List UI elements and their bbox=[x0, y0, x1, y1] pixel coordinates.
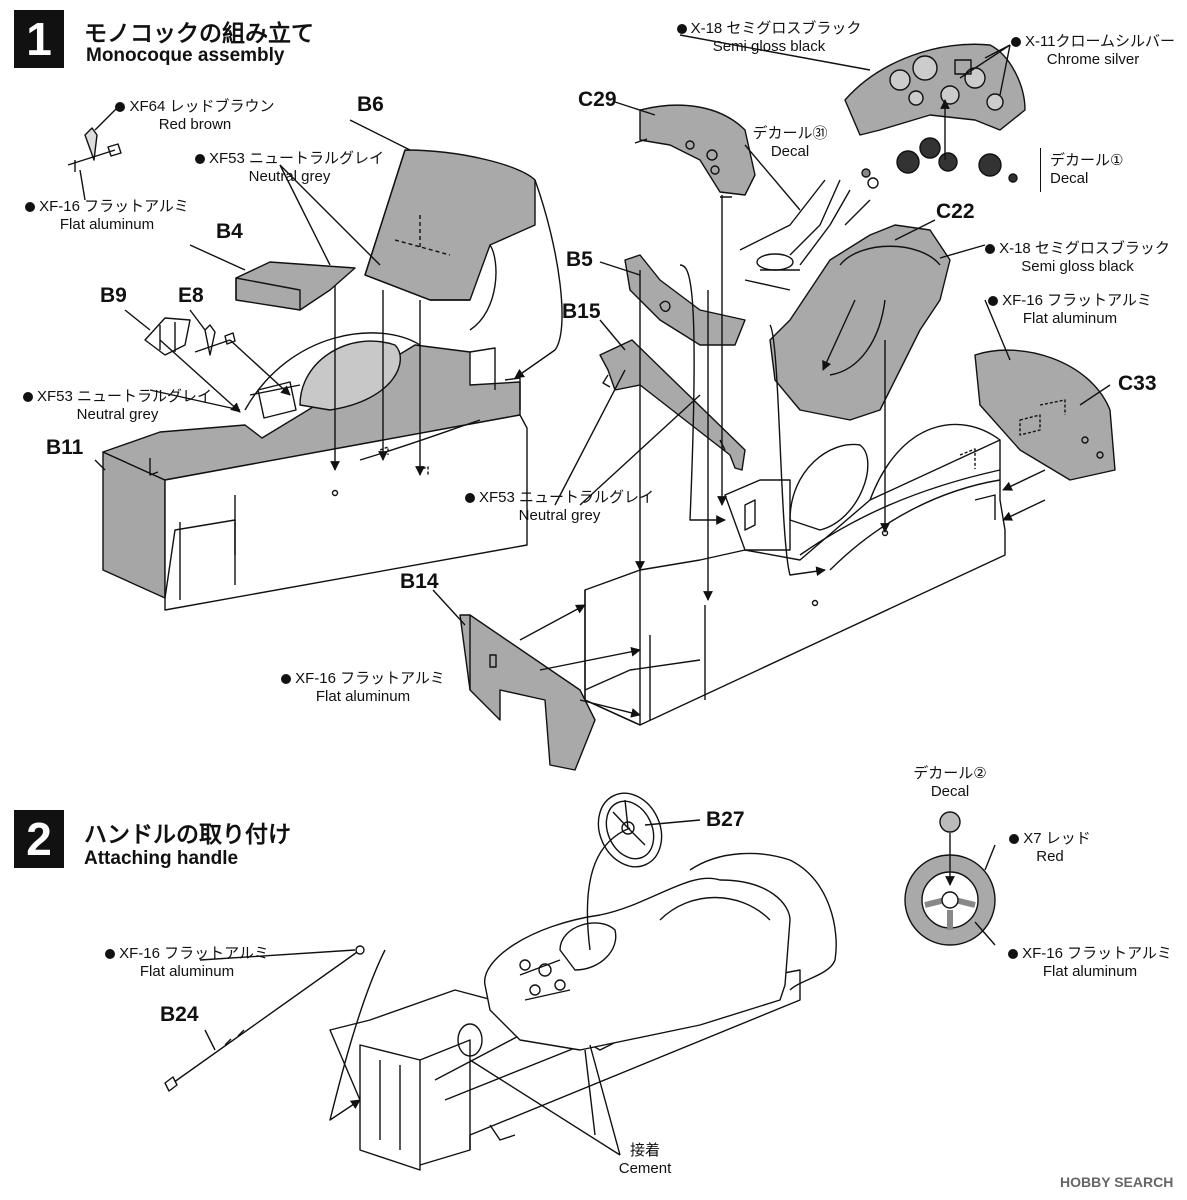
paint-x7: X7 レッド Red bbox=[995, 830, 1105, 866]
cement-label: 接着 Cement bbox=[618, 1142, 672, 1177]
part-label-b24: B24 bbox=[160, 1003, 199, 1026]
paint-xf16-a: XF-16 フラットアルミ Flat aluminum bbox=[12, 198, 202, 234]
part-label-b15: B15 bbox=[562, 300, 601, 323]
part-label-c33: C33 bbox=[1118, 372, 1157, 395]
part-label-b14: B14 bbox=[400, 570, 439, 593]
step-1-title-en: Monocoque assembly bbox=[86, 45, 285, 66]
paint-xf16-d: XF-16 フラットアルミ Flat aluminum bbox=[92, 945, 282, 981]
part-label-b27: B27 bbox=[706, 808, 745, 831]
part-b4 bbox=[235, 261, 356, 311]
paint-x11: X-11クロームシルバー Chrome silver bbox=[1003, 33, 1183, 69]
part-c22 bbox=[769, 224, 951, 421]
paint-xf64: XF64 レッドブラウン Red brown bbox=[100, 98, 290, 134]
decal-1-bracket bbox=[1040, 148, 1041, 192]
part-xf64-lever bbox=[67, 127, 122, 172]
step-1-number: 1 bbox=[14, 10, 64, 68]
decal-2-label: デカール② Decal bbox=[913, 765, 987, 800]
part-b14 bbox=[459, 614, 596, 771]
part-label-b4: B4 bbox=[216, 220, 243, 243]
part-b24 bbox=[164, 945, 365, 1092]
part-b11-monocoque bbox=[102, 332, 528, 611]
leader-lines-right bbox=[432, 34, 1111, 718]
part-label-e8: E8 bbox=[178, 284, 204, 307]
paint-x18-a: X-18 セミグロスブラック Semi gloss black bbox=[664, 20, 874, 56]
leader-lines-step2 bbox=[199, 827, 996, 1156]
part-b6 bbox=[364, 149, 536, 331]
part-label-c29: C29 bbox=[578, 88, 617, 111]
part-e8 bbox=[194, 324, 236, 356]
part-c29 bbox=[634, 104, 756, 198]
leader-lines-left bbox=[79, 104, 563, 476]
part-label-b6: B6 bbox=[357, 93, 384, 116]
paint-xf16-b: XF-16 フラットアルミ Flat aluminum bbox=[975, 292, 1165, 328]
paint-xf16-c: XF-16 フラットアルミ Flat aluminum bbox=[268, 670, 458, 706]
part-b27 bbox=[597, 792, 701, 868]
part-seatbelts bbox=[739, 168, 879, 291]
part-b9 bbox=[144, 317, 191, 356]
part-c33 bbox=[974, 349, 1116, 481]
paint-x18-b: X-18 セミグロスブラック Semi gloss black bbox=[975, 240, 1180, 276]
part-steering-wheel-red bbox=[904, 811, 996, 946]
decal-1-label: デカール① Decal bbox=[1050, 152, 1124, 187]
part-body-step2 bbox=[484, 852, 837, 1051]
paint-xf53-a: XF53 ニュートラルグレイ Neutral grey bbox=[182, 150, 397, 186]
watermark: HOBBY SEARCH bbox=[1060, 1174, 1174, 1190]
decal-31-label: デカール㉛ Decal bbox=[752, 125, 828, 160]
part-label-b9: B9 bbox=[100, 284, 127, 307]
step-2-number: 2 bbox=[14, 810, 64, 868]
part-b5 bbox=[624, 254, 746, 346]
paint-xf53-c: XF53 ニュートラルグレイ Neutral grey bbox=[452, 489, 667, 525]
paint-xf16-e: XF-16 フラットアルミ Flat aluminum bbox=[995, 945, 1185, 981]
part-label-b5: B5 bbox=[566, 248, 593, 271]
part-b15 bbox=[599, 339, 746, 471]
step-1-title-jp: モノコックの組み立て bbox=[84, 20, 314, 46]
part-instrument-panel bbox=[844, 43, 1026, 136]
part-label-b11: B11 bbox=[46, 436, 84, 459]
step-2-title-en: Attaching handle bbox=[84, 848, 239, 869]
decal-gauges bbox=[896, 99, 1018, 183]
part-label-c22: C22 bbox=[936, 200, 975, 223]
paint-xf53-b: XF53 ニュートラルグレイ Neutral grey bbox=[10, 388, 225, 424]
step-2-title-jp: ハンドルの取り付け bbox=[84, 821, 291, 847]
